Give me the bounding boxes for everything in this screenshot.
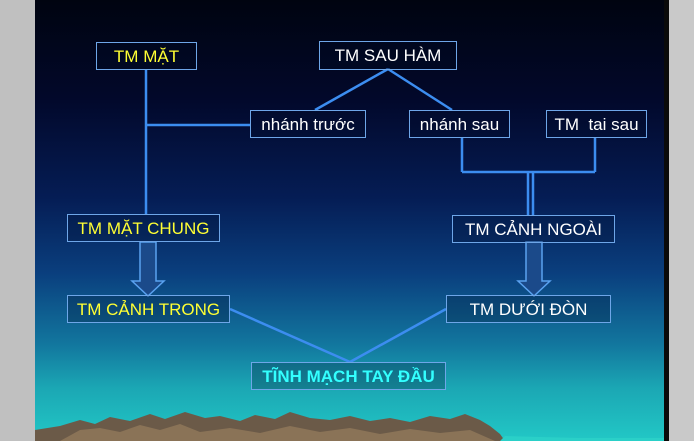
node-label: TM MẶT CHUNG <box>77 218 210 238</box>
node-nhanh-sau: nhánh sau <box>409 110 510 138</box>
node-label: TM MẶT <box>113 46 180 66</box>
node-label: nhánh trước <box>261 114 355 134</box>
node-tinh-mach-tay-dau: TĨNH MẠCH TAY ĐẦU <box>251 362 446 390</box>
arrow-canh-ngoai-to-duoi-don <box>516 241 552 298</box>
node-tm-canh-ngoai: TM CẢNH NGOÀI <box>452 215 615 243</box>
window-edge <box>669 0 694 441</box>
node-tm-mat-chung: TM MẶT CHUNG <box>67 214 220 242</box>
node-label: TĨNH MẠCH TAY ĐẦU <box>262 366 435 386</box>
line-canh-trong-to-tay-dau <box>229 307 351 364</box>
node-tm-duoi-don: TM DƯỚI ĐÒN <box>446 295 611 323</box>
arrow-mat-chung-to-canh-trong <box>130 241 166 298</box>
node-nhanh-truoc: nhánh trước <box>250 110 366 138</box>
node-tm-sau-ham: TM SAU HÀM <box>319 41 457 70</box>
line-duoi-don-to-tay-dau <box>349 307 447 364</box>
node-tm-canh-trong: TM CẢNH TRONG <box>67 295 230 323</box>
slide-border <box>664 0 669 441</box>
line-sau-ham-to-nhanh-sau <box>387 67 453 112</box>
node-tm-tai-sau: TM tai sau <box>546 110 647 138</box>
node-label: TM SAU HÀM <box>334 46 442 65</box>
node-tm-mat: TM MẶT <box>96 42 197 70</box>
line-sau-ham-to-nhanh-truoc <box>314 67 389 112</box>
slide-background <box>35 0 664 441</box>
node-label: TM tai sau <box>554 114 639 134</box>
node-label: TM DƯỚI ĐÒN <box>469 299 588 319</box>
node-label: nhánh sau <box>419 114 500 134</box>
node-label: TM CẢNH NGOÀI <box>465 219 602 239</box>
node-label: TM CẢNH TRONG <box>76 299 221 319</box>
